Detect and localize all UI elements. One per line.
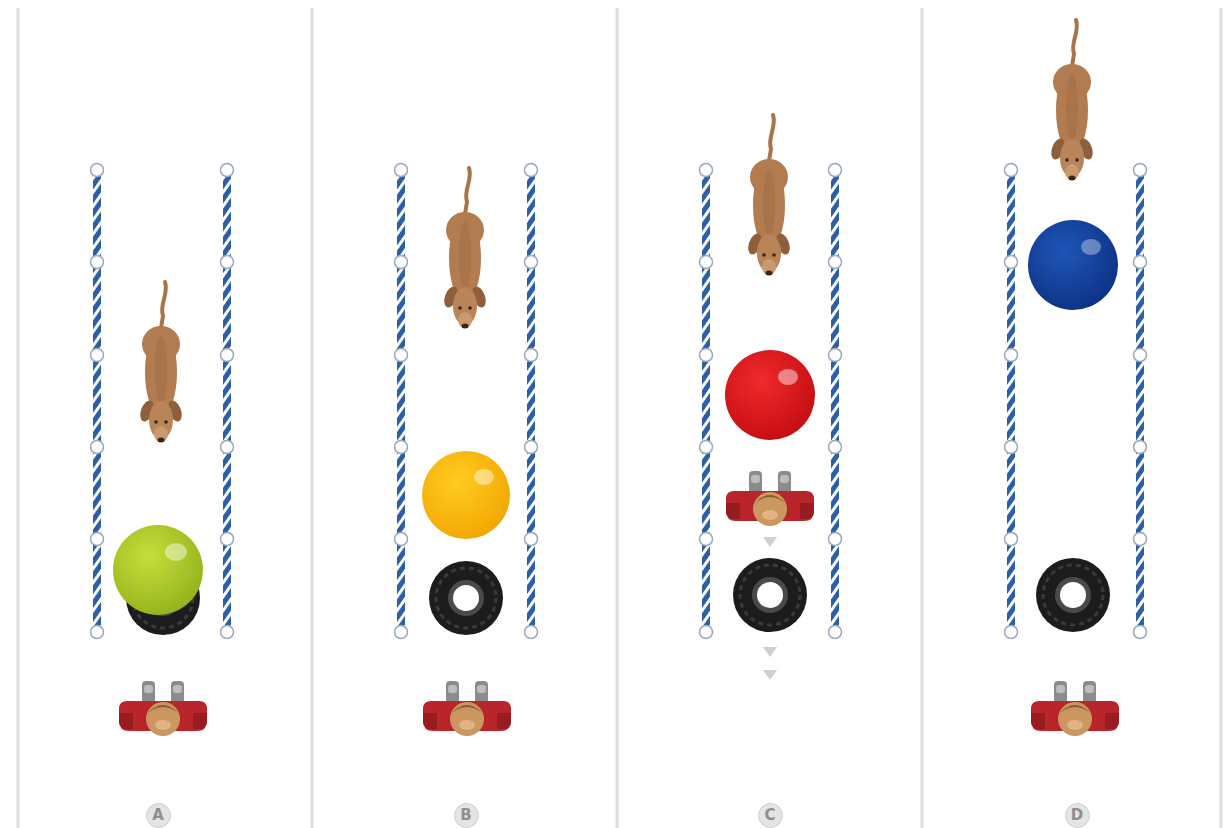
panel-label: C [758, 803, 783, 828]
panel-label: A [146, 803, 171, 828]
panel-letter: B [460, 808, 471, 823]
panel-letter: C [764, 808, 775, 823]
panel-label: D [1065, 803, 1090, 828]
panel-letter: D [1071, 808, 1083, 823]
panel-letter: A [152, 808, 164, 823]
panel-label: B [454, 803, 479, 828]
